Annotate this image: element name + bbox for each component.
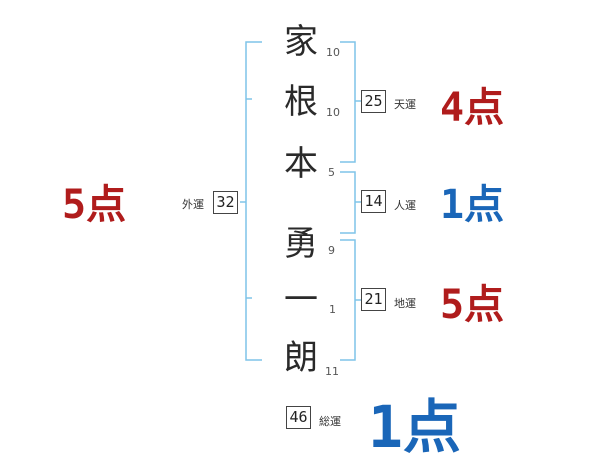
chiun-value-box: 21 [361, 288, 386, 311]
chiun-score-number: 5 [440, 282, 465, 328]
name-char-2: 根 [284, 82, 318, 122]
name-char-1: 家 [284, 22, 318, 62]
tenun-score-number: 4 [440, 85, 465, 131]
souun-value-box: 46 [286, 406, 311, 429]
chiun-bracket-line [340, 239, 356, 361]
jinun-score-number: 1 [440, 182, 465, 228]
stroke-count-6: 11 [325, 365, 339, 378]
tenun-bracket-line [340, 41, 356, 163]
souun-score-number: 1 [368, 393, 403, 461]
jinun-score: 1点 [440, 172, 504, 230]
jinun-label: 人運 [394, 199, 416, 212]
souun-score-unit: 点 [402, 393, 461, 461]
tenun-score: 4点 [440, 75, 504, 133]
jinun-value-box: 14 [361, 190, 386, 213]
name-char-3: 本 [284, 144, 318, 184]
stroke-count-2: 10 [326, 106, 340, 119]
tenun-score-unit: 点 [464, 85, 505, 131]
chiun-label: 地運 [394, 297, 416, 310]
tenun-value-box: 25 [361, 90, 386, 113]
gaiun-label: 外運 [182, 198, 204, 211]
gaiun-score-unit: 点 [86, 182, 127, 228]
stroke-count-1: 10 [326, 46, 340, 59]
stroke-count-4: 9 [328, 244, 335, 257]
stroke-count-5: 1 [329, 303, 336, 316]
souun-score: 1点 [368, 380, 461, 464]
jinun-score-unit: 点 [464, 182, 505, 228]
gaiun-score-number: 5 [62, 182, 87, 228]
name-char-6: 朗 [284, 338, 318, 378]
outer-bracket-line [245, 41, 262, 361]
gaiun-value-box: 32 [213, 191, 238, 214]
name-char-4: 勇 [284, 224, 318, 264]
jinun-bracket-line [340, 171, 356, 234]
stroke-count-3: 5 [328, 166, 335, 179]
name-char-5: 一 [284, 280, 318, 320]
souun-label: 総運 [319, 415, 341, 428]
gaiun-score: 5点 [62, 172, 126, 230]
chiun-score-unit: 点 [464, 282, 505, 328]
tenun-label: 天運 [394, 98, 416, 111]
chiun-score: 5点 [440, 272, 504, 330]
